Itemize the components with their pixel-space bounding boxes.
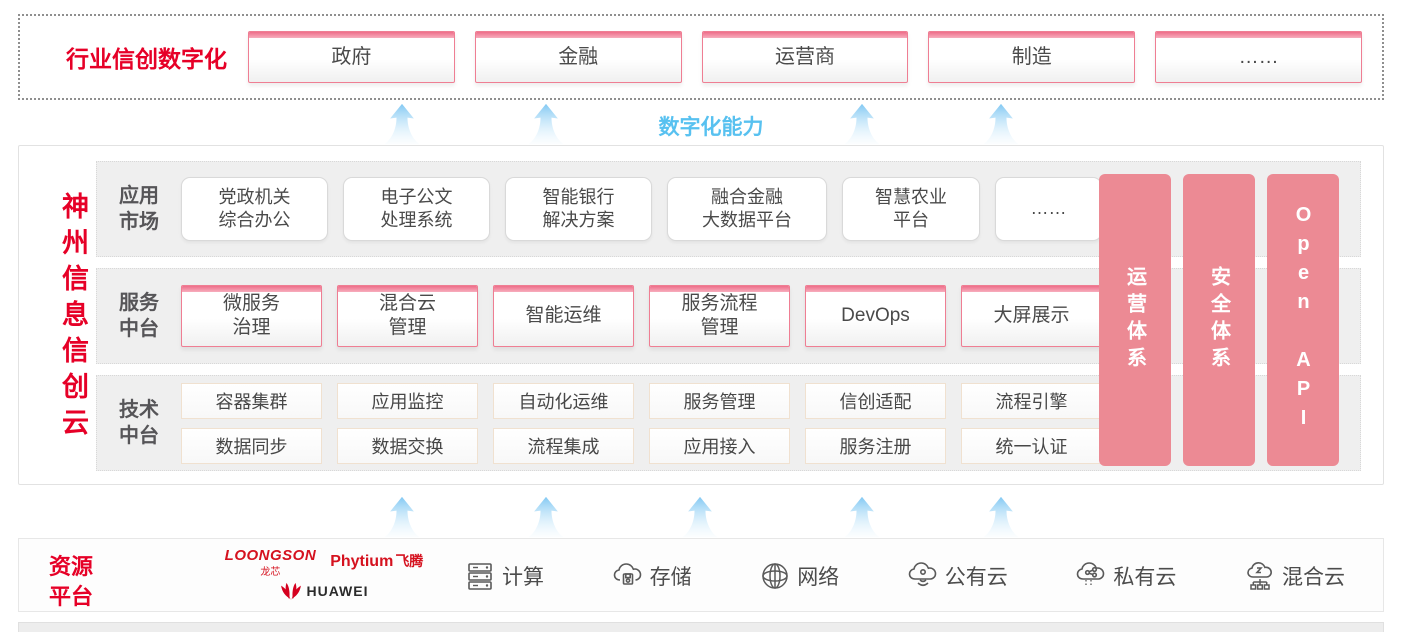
up-arrow-icon: [844, 103, 880, 145]
resource-item-public-cloud: 公有云: [907, 560, 1008, 592]
private-cloud-icon: [1077, 562, 1105, 587]
svc-box-big-screen: 大屏展示: [961, 285, 1102, 347]
row-tech-platform: 技术 中台 容器集群 应用监控 自动化运维 服务管理 信创适配 流程引擎 数据同…: [96, 375, 1361, 471]
platform-vertical-title: 神州信息信创云: [58, 192, 88, 444]
app-box-smart-agriculture: 智慧农业 平台: [842, 177, 980, 241]
pillar-open-api: Open API: [1267, 174, 1339, 466]
compute-icon: [468, 563, 492, 590]
svc-box-hybrid-cloud-mgmt: 混合云 管理: [337, 285, 478, 347]
tech-box-data-exchange: 数据交换: [337, 427, 478, 464]
tech-box-container-cluster: 容器集群: [181, 382, 322, 419]
industry-item-manufacturing: 制造: [928, 31, 1136, 83]
app-market-box-list: 党政机关 综合办公 电子公文 处理系统 智能银行 解决方案 融合金融 大数据平台…: [181, 177, 1102, 241]
service-box-list: 微服务 治理 混合云 管理 智能运维 服务流程 管理 DevOps 大屏展示: [181, 285, 1102, 347]
industry-item-more: ……: [1155, 31, 1362, 83]
resource-item-compute: 计算: [464, 560, 544, 592]
app-box-e-document: 电子公文 处理系统: [343, 177, 490, 241]
app-box-smart-banking: 智能银行 解决方案: [505, 177, 652, 241]
loongson-logo: LOONGSON 龙芯: [224, 547, 317, 578]
public-cloud-icon: [908, 562, 937, 587]
app-box-finance-bigdata: 融合金融 大数据平台: [667, 177, 827, 241]
row-label-app-market: 应用 市场: [119, 185, 159, 233]
up-arrow-icon: [528, 496, 564, 538]
resource-item-hybrid-cloud: 混合云: [1244, 560, 1345, 592]
industry-band-title: 行业信创数字化: [66, 46, 227, 72]
tech-box-automated-ops: 自动化运维: [493, 382, 634, 419]
page-bottom-strip: [18, 622, 1384, 632]
up-arrow-icon: [384, 496, 420, 538]
resource-item-network: 网络: [759, 560, 839, 592]
svc-box-devops: DevOps: [805, 285, 946, 347]
up-arrow-icon: [528, 103, 564, 145]
app-box-party-gov-office: 党政机关 综合办公: [181, 177, 328, 241]
tech-box-process-integration: 流程集成: [493, 427, 634, 464]
tech-box-data-sync: 数据同步: [181, 427, 322, 464]
tech-box-row-bottom: 数据同步 数据交换 流程集成 应用接入 服务注册 统一认证: [181, 427, 1102, 464]
up-arrow-icon: [682, 496, 718, 538]
tech-box-process-engine: 流程引擎: [961, 382, 1102, 419]
industry-item-list: 政府 金融 运营商 制造 ……: [248, 31, 1382, 83]
row-label-service-platform: 服务 中台: [119, 292, 159, 340]
tech-box-unified-auth: 统一认证: [961, 427, 1102, 464]
row-service-platform: 服务 中台 微服务 治理 混合云 管理 智能运维 服务流程 管理 DevOps …: [96, 268, 1361, 364]
up-arrow-icon: [983, 496, 1019, 538]
hybrid-cloud-icon: [1247, 561, 1272, 590]
svc-box-service-process-mgmt: 服务流程 管理: [649, 285, 790, 347]
industry-item-finance: 金融: [474, 31, 682, 83]
tech-box-service-mgmt: 服务管理: [649, 382, 790, 419]
tech-box-app-monitoring: 应用监控: [337, 382, 478, 419]
industry-item-operator: 运营商: [701, 31, 909, 83]
industry-item-government: 政府: [248, 31, 455, 83]
app-box-more: ……: [995, 177, 1102, 241]
network-icon: [762, 563, 788, 589]
up-arrow-icon: [844, 496, 880, 538]
up-arrow-icon: [983, 103, 1019, 145]
huawei-logo: HUAWEI: [209, 582, 439, 600]
tech-box-xinchuang-adaptation: 信创适配: [805, 382, 946, 419]
pillar-security-system: 安全体系: [1183, 174, 1255, 466]
row-label-tech-platform: 技术 中台: [119, 399, 159, 447]
up-arrow-icon: [384, 103, 420, 145]
industry-band: 行业信创数字化 政府 金融 运营商 制造 ……: [18, 14, 1384, 100]
resource-item-private-cloud: 私有云: [1075, 560, 1176, 592]
storage-icon: [613, 563, 641, 585]
tech-box-grid: 容器集群 应用监控 自动化运维 服务管理 信创适配 流程引擎 数据同步 数据交换…: [181, 382, 1102, 464]
svc-box-intelligent-ops: 智能运维: [493, 285, 634, 347]
pillar-operation-system: 运营体系: [1099, 174, 1171, 466]
platform-panel: 神州信息信创云 应用 市场 党政机关 综合办公 电子公文 处理系统 智能银行 解…: [18, 145, 1384, 485]
tech-box-row-top: 容器集群 应用监控 自动化运维 服务管理 信创适配 流程引擎: [181, 382, 1102, 419]
resource-band-title: 资源 平台: [49, 554, 94, 609]
huawei-flower-icon: [280, 582, 301, 600]
tech-box-app-access: 应用接入: [649, 427, 790, 464]
svc-box-microservice-governance: 微服务 治理: [181, 285, 322, 347]
resource-item-storage: 存储: [612, 560, 692, 592]
resource-item-list: 计算 存储 网络: [464, 539, 1345, 613]
tech-box-service-registry: 服务注册: [805, 427, 946, 464]
capability-label: 数字化能力: [658, 116, 764, 139]
row-app-market: 应用 市场 党政机关 综合办公 电子公文 处理系统 智能银行 解决方案 融合金融…: [96, 161, 1361, 257]
